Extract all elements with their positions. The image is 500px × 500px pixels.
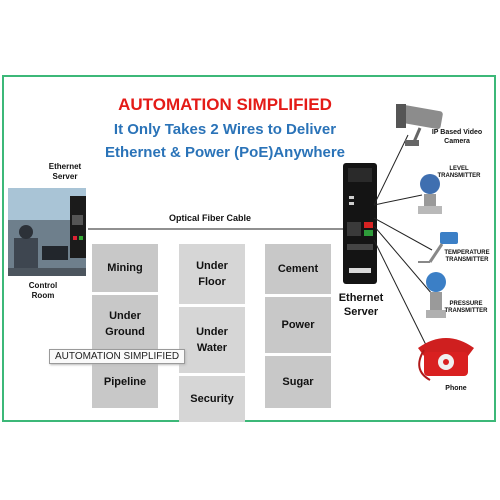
ethernet-server-left-device bbox=[70, 196, 86, 258]
level-label-line-2: TRANSMITTER bbox=[437, 173, 481, 179]
industry-pipeline-label: Pipeline bbox=[103, 376, 147, 388]
phone-icon bbox=[418, 338, 474, 381]
industry-under-floor-line-1: Under bbox=[196, 260, 228, 272]
control-room-label: Control Room bbox=[16, 281, 70, 301]
level-label-line-1: LEVEL bbox=[449, 166, 469, 172]
temperature-transmitter-label: TEMPERATURE TRANSMITTER bbox=[440, 250, 494, 264]
pressure-label-line-2: TRANSMITTER bbox=[444, 308, 488, 314]
industry-security-label: Security bbox=[190, 393, 234, 405]
level-transmitter-icon bbox=[418, 174, 442, 214]
industry-tile-mining: Mining bbox=[92, 244, 158, 292]
industry-tile-cement: Cement bbox=[265, 244, 331, 294]
industry-tile-under-ground: Under Ground bbox=[92, 295, 158, 353]
pressure-label-line-1: PRESSURE bbox=[449, 301, 483, 307]
level-transmitter-label: LEVEL TRANSMITTER bbox=[436, 166, 482, 180]
industry-cement-label: Cement bbox=[277, 263, 319, 275]
ethernet-server-right-line-1: Ethernet bbox=[338, 292, 384, 304]
industry-tile-under-water: Under Water bbox=[179, 307, 245, 373]
ethernet-server-left-label: Ethernet Server bbox=[40, 162, 90, 182]
tooltip: AUTOMATION SIMPLIFIED bbox=[49, 349, 186, 364]
industry-under-water-line-2: Water bbox=[196, 342, 228, 354]
industry-tile-under-floor: Under Floor bbox=[179, 244, 245, 304]
industry-tile-pipeline: Pipeline bbox=[92, 356, 158, 408]
device-connector-lines bbox=[373, 134, 433, 346]
pressure-transmitter-icon bbox=[426, 272, 446, 318]
industry-power-label: Power bbox=[281, 319, 315, 331]
temperature-label-line-2: TRANSMITTER bbox=[445, 257, 489, 263]
phone-label: Phone bbox=[445, 385, 467, 392]
camera-label-line-2: Camera bbox=[444, 138, 470, 145]
pressure-transmitter-label: PRESSURE TRANSMITTER bbox=[440, 301, 492, 315]
industry-under-ground-line-1: Under bbox=[109, 310, 141, 322]
industry-under-water-line-1: Under bbox=[196, 326, 228, 338]
subtitle-line-1: It Only Takes 2 Wires to Deliver bbox=[113, 121, 337, 138]
industry-tile-power: Power bbox=[265, 297, 331, 353]
control-room-line-1: Control bbox=[28, 281, 58, 290]
temperature-label-line-1: TEMPERATURE bbox=[444, 250, 490, 256]
industry-mining-label: Mining bbox=[107, 262, 143, 274]
ethernet-server-left-line-2: Server bbox=[52, 172, 78, 181]
ethernet-server-left-line-1: Ethernet bbox=[48, 162, 82, 171]
camera-label: IP Based Video Camera bbox=[422, 128, 492, 146]
ethernet-server-right-line-2: Server bbox=[343, 306, 379, 318]
camera-icon bbox=[396, 104, 443, 146]
ethernet-server-right-device bbox=[343, 163, 377, 284]
industry-tile-security: Security bbox=[179, 376, 245, 422]
temperature-transmitter-icon bbox=[418, 232, 458, 263]
industry-under-ground-line-2: Ground bbox=[105, 326, 145, 338]
industry-sugar-label: Sugar bbox=[282, 376, 314, 388]
camera-label-line-1: IP Based Video bbox=[431, 129, 483, 136]
industry-tile-sugar: Sugar bbox=[265, 356, 331, 408]
industry-under-floor-line-2: Floor bbox=[198, 276, 226, 288]
ethernet-server-right-label: Ethernet Server bbox=[336, 291, 386, 319]
subtitle-line-2: Ethernet & Power (PoE)Anywhere bbox=[104, 144, 346, 161]
diagram-title: AUTOMATION SIMPLIFIED bbox=[118, 95, 332, 114]
fiber-cable-label: Optical Fiber Cable bbox=[168, 213, 252, 223]
control-room-line-2: Room bbox=[31, 291, 55, 300]
